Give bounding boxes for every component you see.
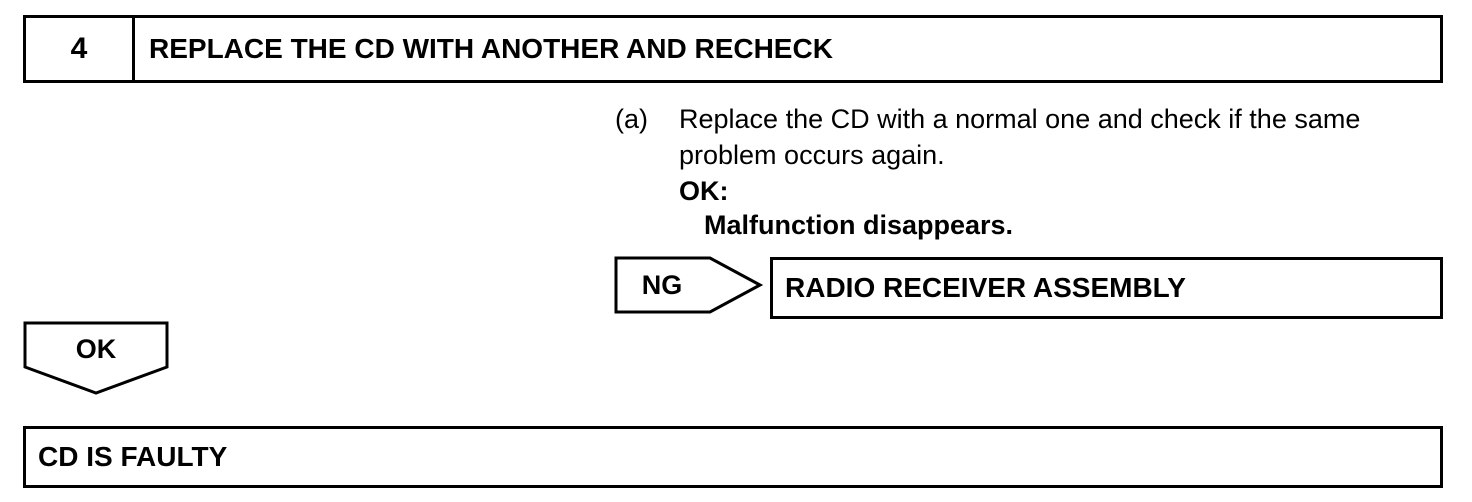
ok-result-box: CD IS FAULTY [23,426,1443,488]
ok-label: OK [75,333,117,364]
instruction-label: (a) [615,104,648,134]
step-number: 4 [26,18,135,80]
step-title: REPLACE THE CD WITH ANOTHER AND RECHECK [149,33,833,64]
ng-label: NG [641,269,683,300]
ng-result-box: RADIO RECEIVER ASSEMBLY [770,257,1443,319]
ok-arrow-icon [23,321,169,395]
ok-criteria-detail: Malfunction disappears. [704,210,1014,240]
instruction-text: Replace the CD with a normal one and che… [679,104,1361,170]
step-header: 4 REPLACE THE CD WITH ANOTHER AND RECHEC… [23,15,1443,83]
ok-criteria-label: OK: [679,176,729,206]
ng-arrow-icon [614,256,764,314]
